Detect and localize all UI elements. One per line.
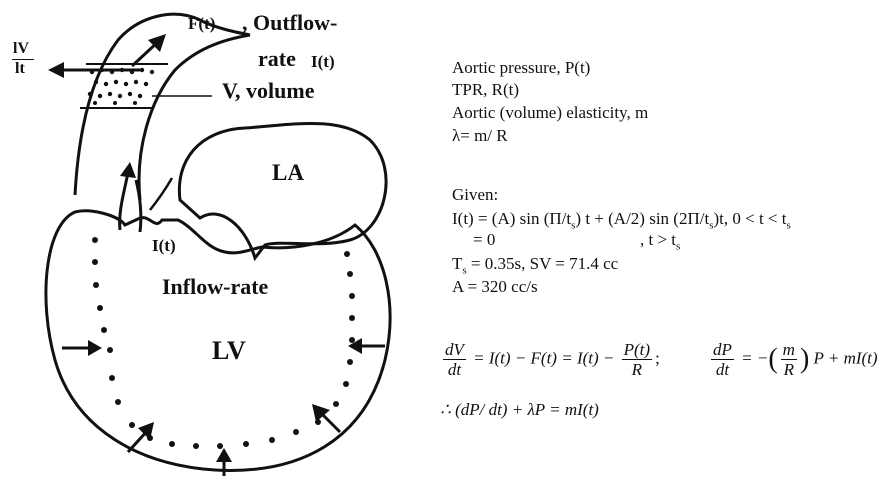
param-tpr: TPR, R(t): [452, 80, 519, 99]
rate-label: rate: [258, 46, 296, 72]
la-label: LA: [272, 160, 304, 186]
outflow-f-label: F(t): [188, 14, 215, 34]
frac-dt: dt: [443, 360, 466, 379]
efflux-label-den: lt: [15, 60, 25, 78]
given-t-greater-sub: s: [676, 240, 680, 252]
frac-Pt: P(t): [622, 340, 652, 360]
efflux-label-num: lV: [13, 40, 29, 58]
given-inflow-eq-sub3: s: [786, 219, 790, 231]
given-ts-prefix: T: [452, 254, 462, 273]
inflow-arrow-mid: [150, 178, 172, 210]
lv-label: LV: [212, 336, 246, 366]
given-ts-rest: = 0.35s, SV = 71.4 cc: [467, 254, 619, 273]
inflow-rate-label: Inflow-rate: [162, 274, 268, 300]
eq2-rest: P + mI(t): [814, 348, 878, 367]
given-heading: Given:: [452, 185, 498, 204]
param-aortic-pressure: Aortic pressure, P(t): [452, 58, 590, 77]
frac-m: m: [781, 340, 797, 360]
aorta-inner-outline: [139, 35, 250, 200]
given-inflow-eq-part2: ) t + (A/2) sin (2Π/t: [575, 209, 709, 228]
frac-R: R: [622, 360, 652, 379]
frac-dP: dP: [711, 340, 734, 360]
given-t-greater-text: , t > t: [640, 230, 676, 249]
volume-label: V, volume: [222, 78, 315, 104]
eq2-equals: = −: [741, 348, 768, 367]
given-inflow-eq-part1: I(t) = (A) sin (Π/t: [452, 209, 571, 228]
inflow-arrow-left: [120, 172, 128, 230]
given-a: A = 320 cc/s: [452, 277, 538, 296]
param-elasticity: Aortic (volume) elasticity, m: [452, 103, 648, 122]
eq1-middle: = I(t) − F(t) = I(t) −: [473, 348, 614, 367]
eq1-separator: ;: [655, 348, 660, 367]
given-inflow-eq-part3: )t, 0 < t < t: [713, 209, 786, 228]
inflow-i-label: I(t): [152, 236, 176, 256]
left-atrium: [179, 123, 386, 258]
param-lambda: λ= m/ R: [452, 126, 508, 145]
aorta-outline: [75, 14, 200, 195]
contraction-arrowhead-bottom: [216, 448, 232, 462]
frac-R2: R: [781, 360, 797, 379]
efflux-arrowhead: [48, 62, 64, 78]
equation-pressure-dynamics: ∴ (dP/ dt) + λP = mI(t): [440, 400, 599, 420]
eq2-paren-close: ): [800, 344, 809, 375]
given-inflow-equation: I(t) = (A) sin (Π/t s ) t + (A/2) sin (2Π/…: [452, 209, 791, 235]
given-t-greater: , t > ts: [640, 230, 680, 256]
contraction-arrowhead-left: [88, 340, 102, 356]
eq2-paren-open: (: [768, 344, 777, 375]
frac-dV: dV: [443, 340, 466, 360]
given-zero: = 0: [473, 230, 495, 249]
frac-P-R: P(t)R: [622, 340, 652, 379]
outflow-i-label: I(t): [311, 52, 335, 72]
outflow-label: , Outflow-: [242, 10, 337, 36]
inflow-arrowhead-left: [120, 162, 136, 178]
frac-dt2: dt: [711, 360, 734, 379]
